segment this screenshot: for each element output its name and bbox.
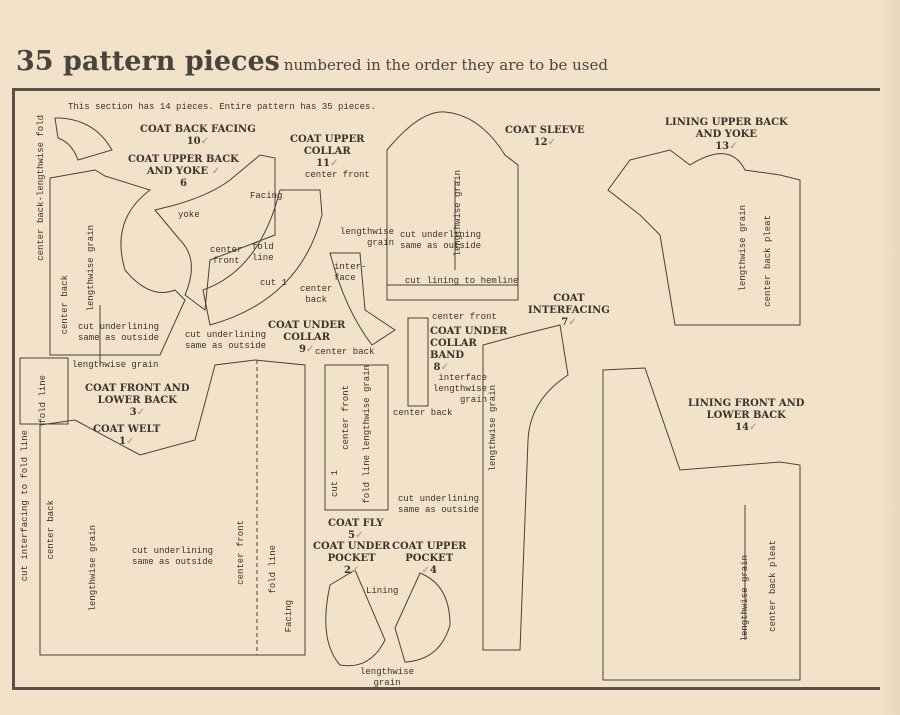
- label-cut-lining-hemline: cut lining to hemline: [405, 276, 519, 286]
- paper-fold-edge: [880, 0, 900, 715]
- label-fly-cut-1: cut 1: [330, 470, 340, 498]
- label-lining-front-grain: lengthwise grain: [740, 555, 750, 642]
- label-interfacing-grain: lengthwise grain: [488, 385, 498, 472]
- label-fly-center-front: center front: [341, 385, 351, 450]
- label-yoke: yoke: [178, 210, 200, 220]
- label-front-center-back: center back: [46, 500, 56, 560]
- piece-upper-collar-outline: [202, 189, 323, 326]
- piece-under-collar-outline: [329, 252, 396, 346]
- label-band-center-front: center front: [432, 312, 497, 322]
- heading-subtitle: numbered in the order they are to be use…: [283, 56, 608, 74]
- piece-lining-upper-back-outline: [607, 149, 801, 326]
- piece-back-facing-outline: [54, 117, 113, 161]
- label-welt-grain: lengthwise grain: [72, 360, 159, 370]
- label-front-facing: Facing: [284, 600, 294, 633]
- label-lining-front-pleat: center back pleat: [768, 540, 778, 632]
- label-lining-grain: lengthwise grain: [738, 205, 748, 292]
- label-band-center-back: center back: [393, 408, 453, 418]
- piece-sleeve-outline: [386, 111, 519, 301]
- label-facing: Facing: [250, 191, 283, 201]
- label-center-back: center back: [60, 275, 70, 335]
- pattern-frame: [12, 88, 888, 690]
- label-interface: inter-face: [334, 262, 367, 283]
- label-under-collar-center-back: center back: [315, 347, 375, 357]
- label-pocket-lining: Lining: [366, 586, 399, 596]
- piece-coat-fly-outline: [324, 364, 389, 511]
- piece-upper-pocket-outline: [394, 572, 451, 663]
- piece-yoke-outline: [154, 154, 276, 311]
- piece-front-lower-back-outline: [39, 359, 306, 656]
- piece-lining-front-outline: [602, 367, 801, 681]
- label-cut-1: cut 1: [260, 278, 288, 288]
- label-center-back-fold: center back-lengthwise fold: [36, 115, 46, 261]
- label-fly-grain: lengthwise grain: [362, 365, 372, 452]
- piece-interfacing-outline: [482, 324, 569, 651]
- label-front-fold-line: fold line: [268, 545, 278, 594]
- label-front-grain: lengthwise grain: [88, 525, 98, 612]
- label-lengthwise-grain: lengthwise grain: [86, 225, 96, 312]
- label-collar-center-front: center front: [305, 170, 370, 180]
- piece-under-collar-band-outline: [407, 317, 429, 407]
- piece-upper-back-outline: [49, 169, 186, 356]
- piece-under-pocket-outline: [325, 569, 386, 667]
- label-front-center-front: center front: [236, 520, 246, 585]
- label-cut-interfacing: cut interfacing to fold line: [20, 430, 30, 582]
- label-lining-center-back-pleat: center back pleat: [763, 215, 773, 307]
- label-welt-fold-line: fold line: [38, 375, 48, 424]
- section-note: This section has 14 pieces. Entire patte…: [68, 102, 376, 112]
- label-fly-fold-line: fold line: [362, 455, 372, 504]
- heading-count: 35 pattern pieces: [16, 46, 280, 77]
